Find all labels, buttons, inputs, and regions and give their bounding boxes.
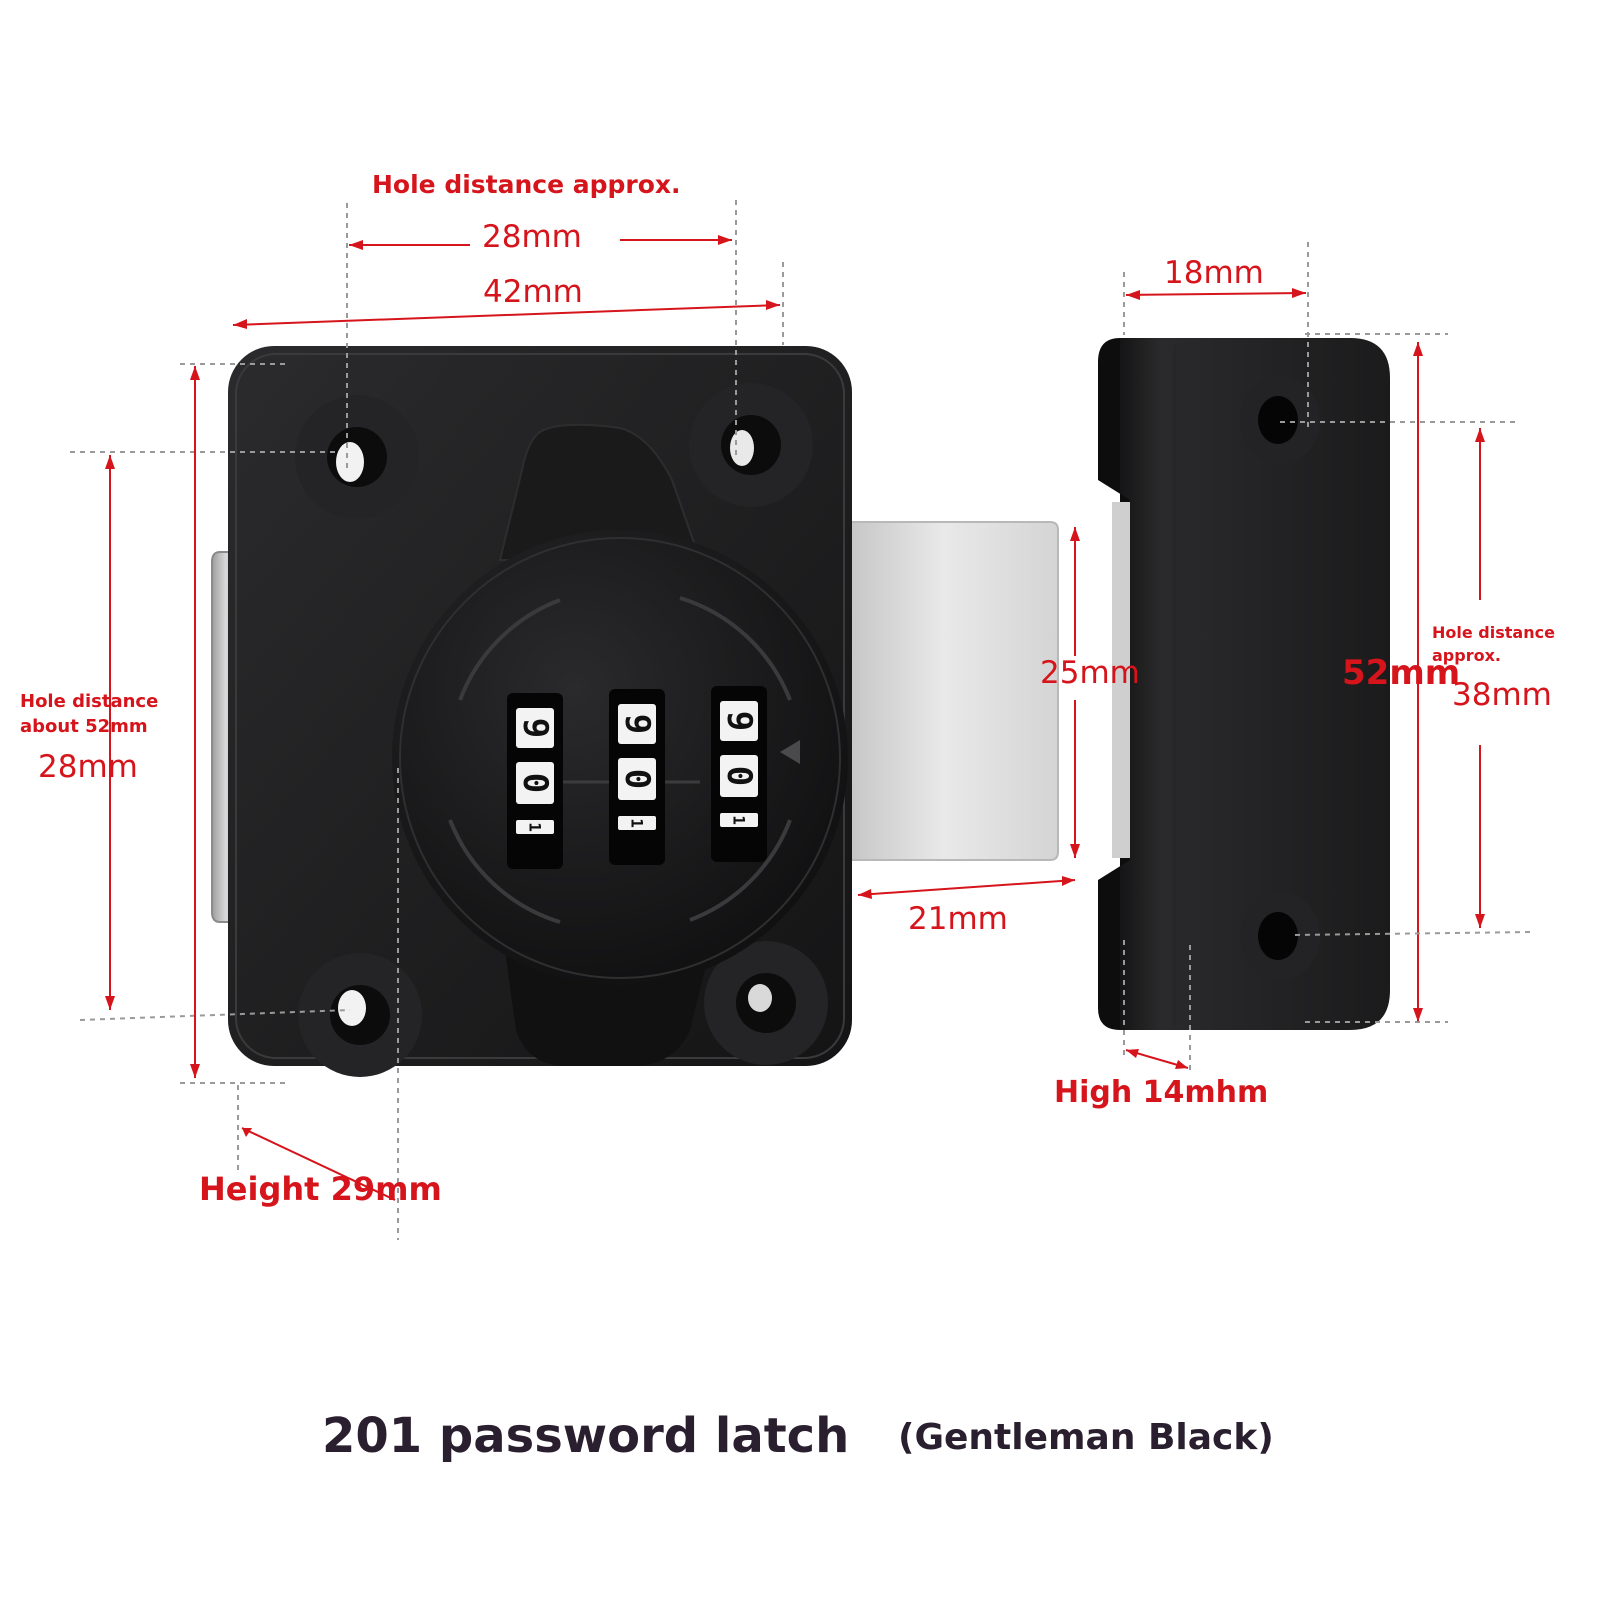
dial-2-bottom-digit: 1 [628,818,647,828]
dial-1-top-digit: 9 [515,718,555,738]
left-hole-distance-line1: Hole distance [20,691,159,712]
right-hole-distance-line1: Hole distance [1432,623,1555,642]
right-hole-distance-value: 38mm [1452,677,1552,713]
right-hole-distance-line2: approx. [1432,646,1501,665]
top-hole-distance-title: Hole distance approx. [372,170,681,199]
bolt-height-value: 25mm [1040,655,1140,691]
top-hole-distance-value: 28mm [482,219,582,255]
dial-2-top-digit: 9 [617,714,657,734]
dimension-arrowheads [105,235,1485,1137]
left-hole-distance-value: 28mm [38,749,138,785]
product-name-caption: 201 password latch [322,1408,850,1464]
top-width-value: 42mm [483,274,583,310]
dial-indicator-arrow-icon [780,740,800,764]
knob-neck-top [498,423,702,561]
color-variant-caption: (Gentleman Black) [898,1417,1274,1458]
mounting-hole-bottom-left [298,953,422,1077]
latch-bolt [829,521,1059,861]
dimension-lines [70,200,1533,1240]
strike-thickness-value: High 14mhm [1054,1075,1269,1110]
dial-wheel-3 [711,686,767,862]
dial-3-bottom-digit: 1 [730,815,749,825]
bolt-extension-value: 21mm [908,901,1008,937]
strike-height-value: 52mm [1342,653,1461,693]
dial-wheel-2 [609,689,665,865]
mounting-hole-top-left [295,395,419,519]
left-hole-distance-line2: about 52mm [20,716,148,737]
mounting-hole-bottom-right [704,941,828,1065]
dial-1-middle-digit: 0 [515,773,555,793]
strike-width-value: 18mm [1164,255,1264,291]
dial-3-top-digit: 9 [719,711,759,731]
lock-height-value: Height 29mm [199,1170,442,1208]
dial-wheel-1 [507,693,563,869]
strike-plate [1098,338,1390,1030]
dial-3-middle-digit: 0 [719,766,759,786]
dial-1-bottom-digit: 1 [526,822,545,832]
dial-2-middle-digit: 0 [617,769,657,789]
mounting-hole-top-right [689,383,813,507]
